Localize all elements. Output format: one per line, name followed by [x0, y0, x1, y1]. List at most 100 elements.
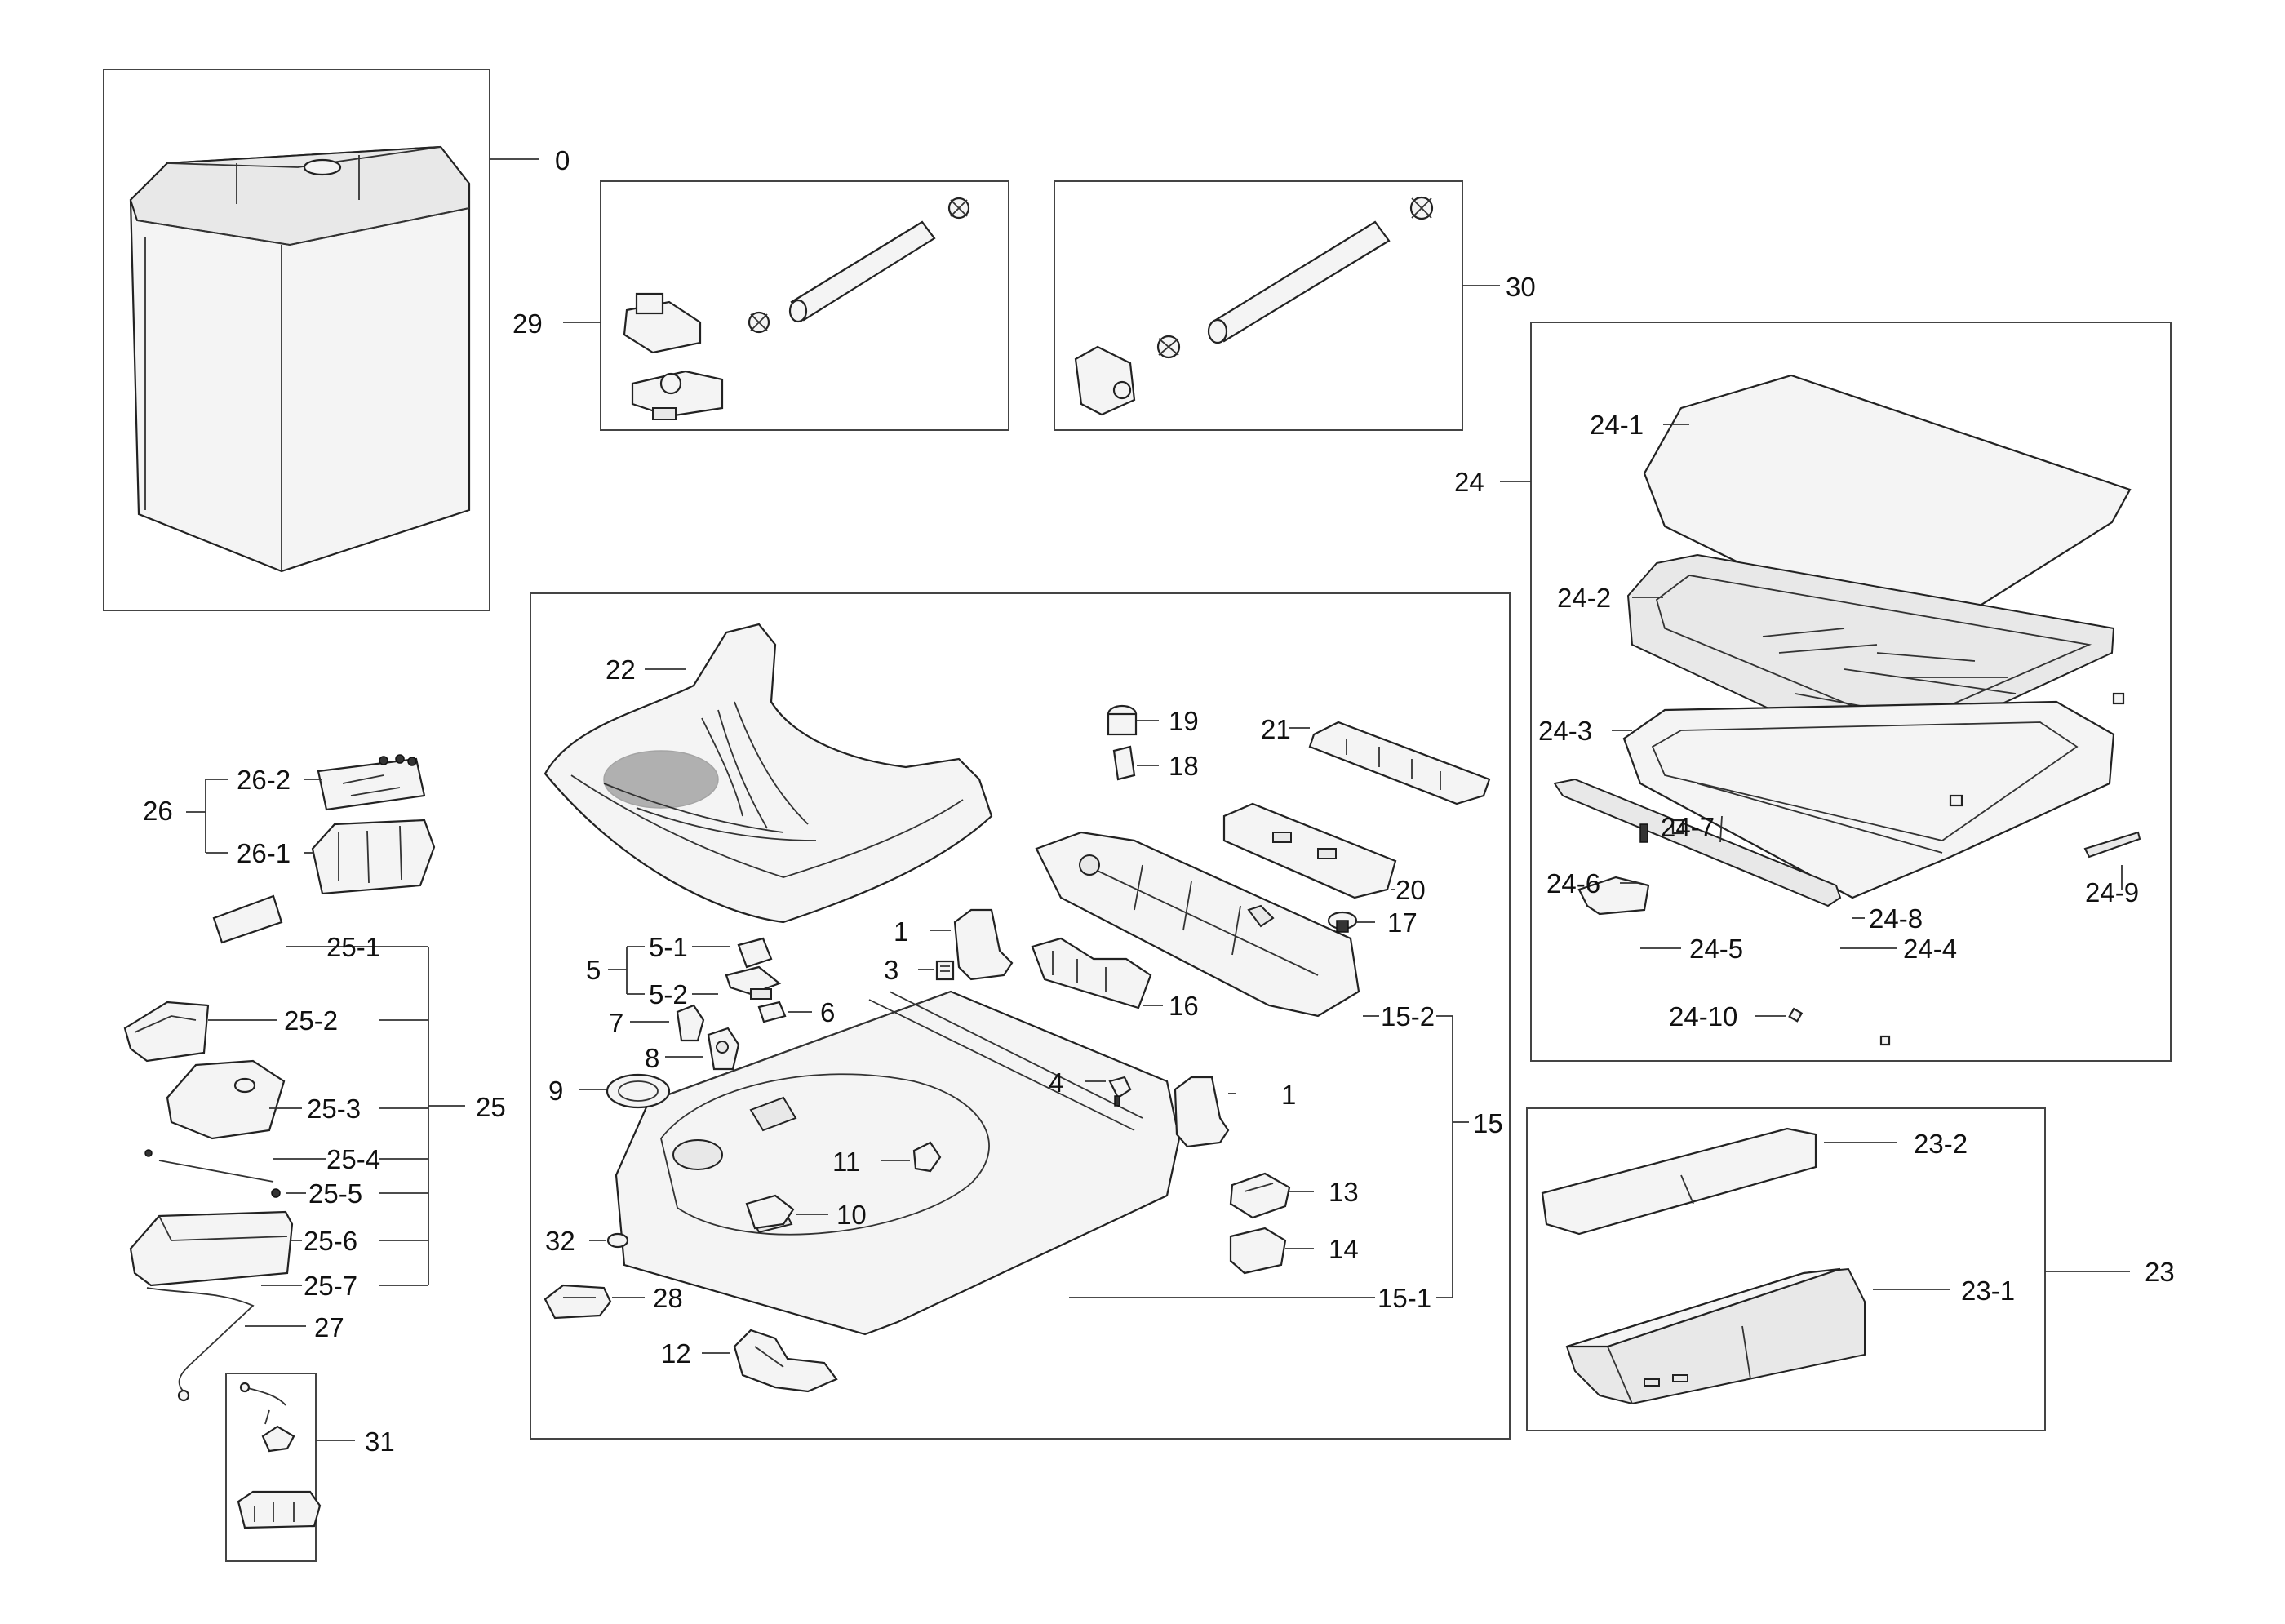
label-1b: 1	[1281, 1080, 1296, 1110]
label-24-7: 24-7	[1661, 812, 1715, 842]
label-15: 15	[1473, 1108, 1503, 1138]
label-0: 0	[555, 145, 570, 175]
pcb-icon	[1222, 802, 1397, 899]
label-31: 31	[365, 1427, 395, 1457]
hose-icon	[788, 220, 936, 323]
label-17: 17	[1387, 907, 1418, 938]
bushing-icon	[757, 1001, 787, 1023]
hose-kit-30-icon	[1074, 196, 1434, 416]
label-14: 14	[1329, 1234, 1359, 1264]
pump-icon	[544, 1284, 612, 1320]
label-15-1: 15-1	[1378, 1283, 1431, 1313]
label-9: 9	[548, 1076, 563, 1106]
label-4: 4	[1049, 1067, 1063, 1098]
cap-icon	[1327, 911, 1358, 933]
label-24-6: 24-6	[1546, 868, 1600, 899]
label-13: 13	[1329, 1177, 1359, 1207]
label-12: 12	[661, 1338, 691, 1369]
label-3: 3	[884, 955, 898, 985]
label-24-3: 24-3	[1538, 716, 1592, 746]
harness-kit-icon	[237, 1382, 322, 1529]
knob-icon	[1107, 704, 1138, 781]
label-30: 30	[1506, 272, 1536, 302]
label-22: 22	[606, 654, 636, 685]
label-25: 25	[476, 1092, 506, 1122]
label-26: 26	[143, 796, 173, 826]
bracket-25	[286, 946, 429, 1285]
label-24-10: 24-10	[1669, 1001, 1737, 1032]
bracket-26	[186, 779, 228, 854]
label-25-2: 25-2	[284, 1005, 338, 1036]
label-23-2: 23-2	[1914, 1129, 1968, 1159]
label-8: 8	[645, 1043, 659, 1073]
label-6: 6	[820, 997, 835, 1027]
label-32: 32	[545, 1226, 575, 1256]
label-21: 21	[1261, 714, 1291, 744]
washer-cabinet-icon	[129, 145, 471, 573]
label-19: 19	[1169, 706, 1199, 736]
relay-box-icon	[1229, 1172, 1291, 1219]
filter-icon	[1308, 721, 1491, 805]
label-29: 29	[512, 308, 543, 339]
leader-24-7	[1719, 815, 1723, 843]
control-housing-icon	[1035, 831, 1360, 1018]
switch-icon	[676, 1004, 705, 1042]
label-24-5: 24-5	[1689, 934, 1743, 964]
bracket-15	[1436, 1015, 1469, 1298]
sensor-icon	[912, 1141, 942, 1173]
label-20: 20	[1395, 875, 1426, 905]
label-25-1: 25-1	[326, 932, 380, 962]
frame-harness-kit	[225, 1373, 317, 1562]
dispenser-25-icon	[123, 894, 294, 1402]
label-24-2: 24-2	[1557, 583, 1611, 613]
bracket-12-icon	[733, 1329, 838, 1393]
clip-icon	[935, 960, 955, 981]
label-5: 5	[586, 955, 601, 985]
tub-cover-icon	[544, 623, 993, 924]
screw-icon	[1108, 1076, 1132, 1107]
frame-hose-kit-30	[1054, 180, 1463, 431]
label-27: 27	[314, 1312, 344, 1342]
label-25-5: 25-5	[308, 1178, 362, 1209]
label-5-2: 5-2	[649, 979, 688, 1009]
label-5-1: 5-1	[649, 932, 688, 962]
grommet-icon	[606, 1232, 629, 1249]
label-24-9: 24-9	[2085, 877, 2139, 907]
frame-cabinet	[103, 69, 490, 611]
label-23: 23	[2145, 1257, 2175, 1287]
label-24-8: 24-8	[1869, 903, 1923, 934]
cover-box-icon	[1229, 1227, 1287, 1275]
top-cover-frame-icon	[615, 990, 1181, 1336]
connector-harness-icon	[1031, 937, 1152, 1009]
label-1a: 1	[894, 916, 908, 947]
hose-kit-29-icon	[623, 197, 970, 420]
label-18: 18	[1169, 751, 1199, 781]
hinge-cover-icon	[953, 908, 1230, 1148]
dispenser-26-icon	[311, 754, 436, 895]
lock-switch-icon	[707, 1027, 740, 1071]
label-24: 24	[1454, 467, 1484, 497]
label-24-1: 24-1	[1590, 410, 1644, 440]
frame-top-cover-assembly	[530, 592, 1511, 1440]
latch-icon	[725, 937, 782, 1000]
nozzle-icon	[745, 1194, 795, 1230]
label-26-1: 26-1	[237, 838, 291, 868]
label-16: 16	[1169, 991, 1199, 1021]
label-28: 28	[653, 1283, 683, 1313]
control-panel-icon	[1541, 1127, 1866, 1405]
lid-icon	[1553, 374, 2141, 1046]
label-23-1: 23-1	[1961, 1276, 2015, 1306]
label-25-4: 25-4	[326, 1144, 380, 1174]
label-25-3: 25-3	[307, 1094, 361, 1124]
seal-ring-icon	[606, 1073, 671, 1109]
frame-hose-kit-29	[600, 180, 1009, 431]
label-24-4: 24-4	[1903, 934, 1957, 964]
bracket-5	[608, 946, 645, 995]
frame-control-panel	[1526, 1107, 2046, 1431]
label-7: 7	[609, 1008, 623, 1038]
label-25-6: 25-6	[304, 1226, 357, 1256]
hose-icon	[1207, 220, 1391, 344]
label-10: 10	[836, 1200, 867, 1230]
